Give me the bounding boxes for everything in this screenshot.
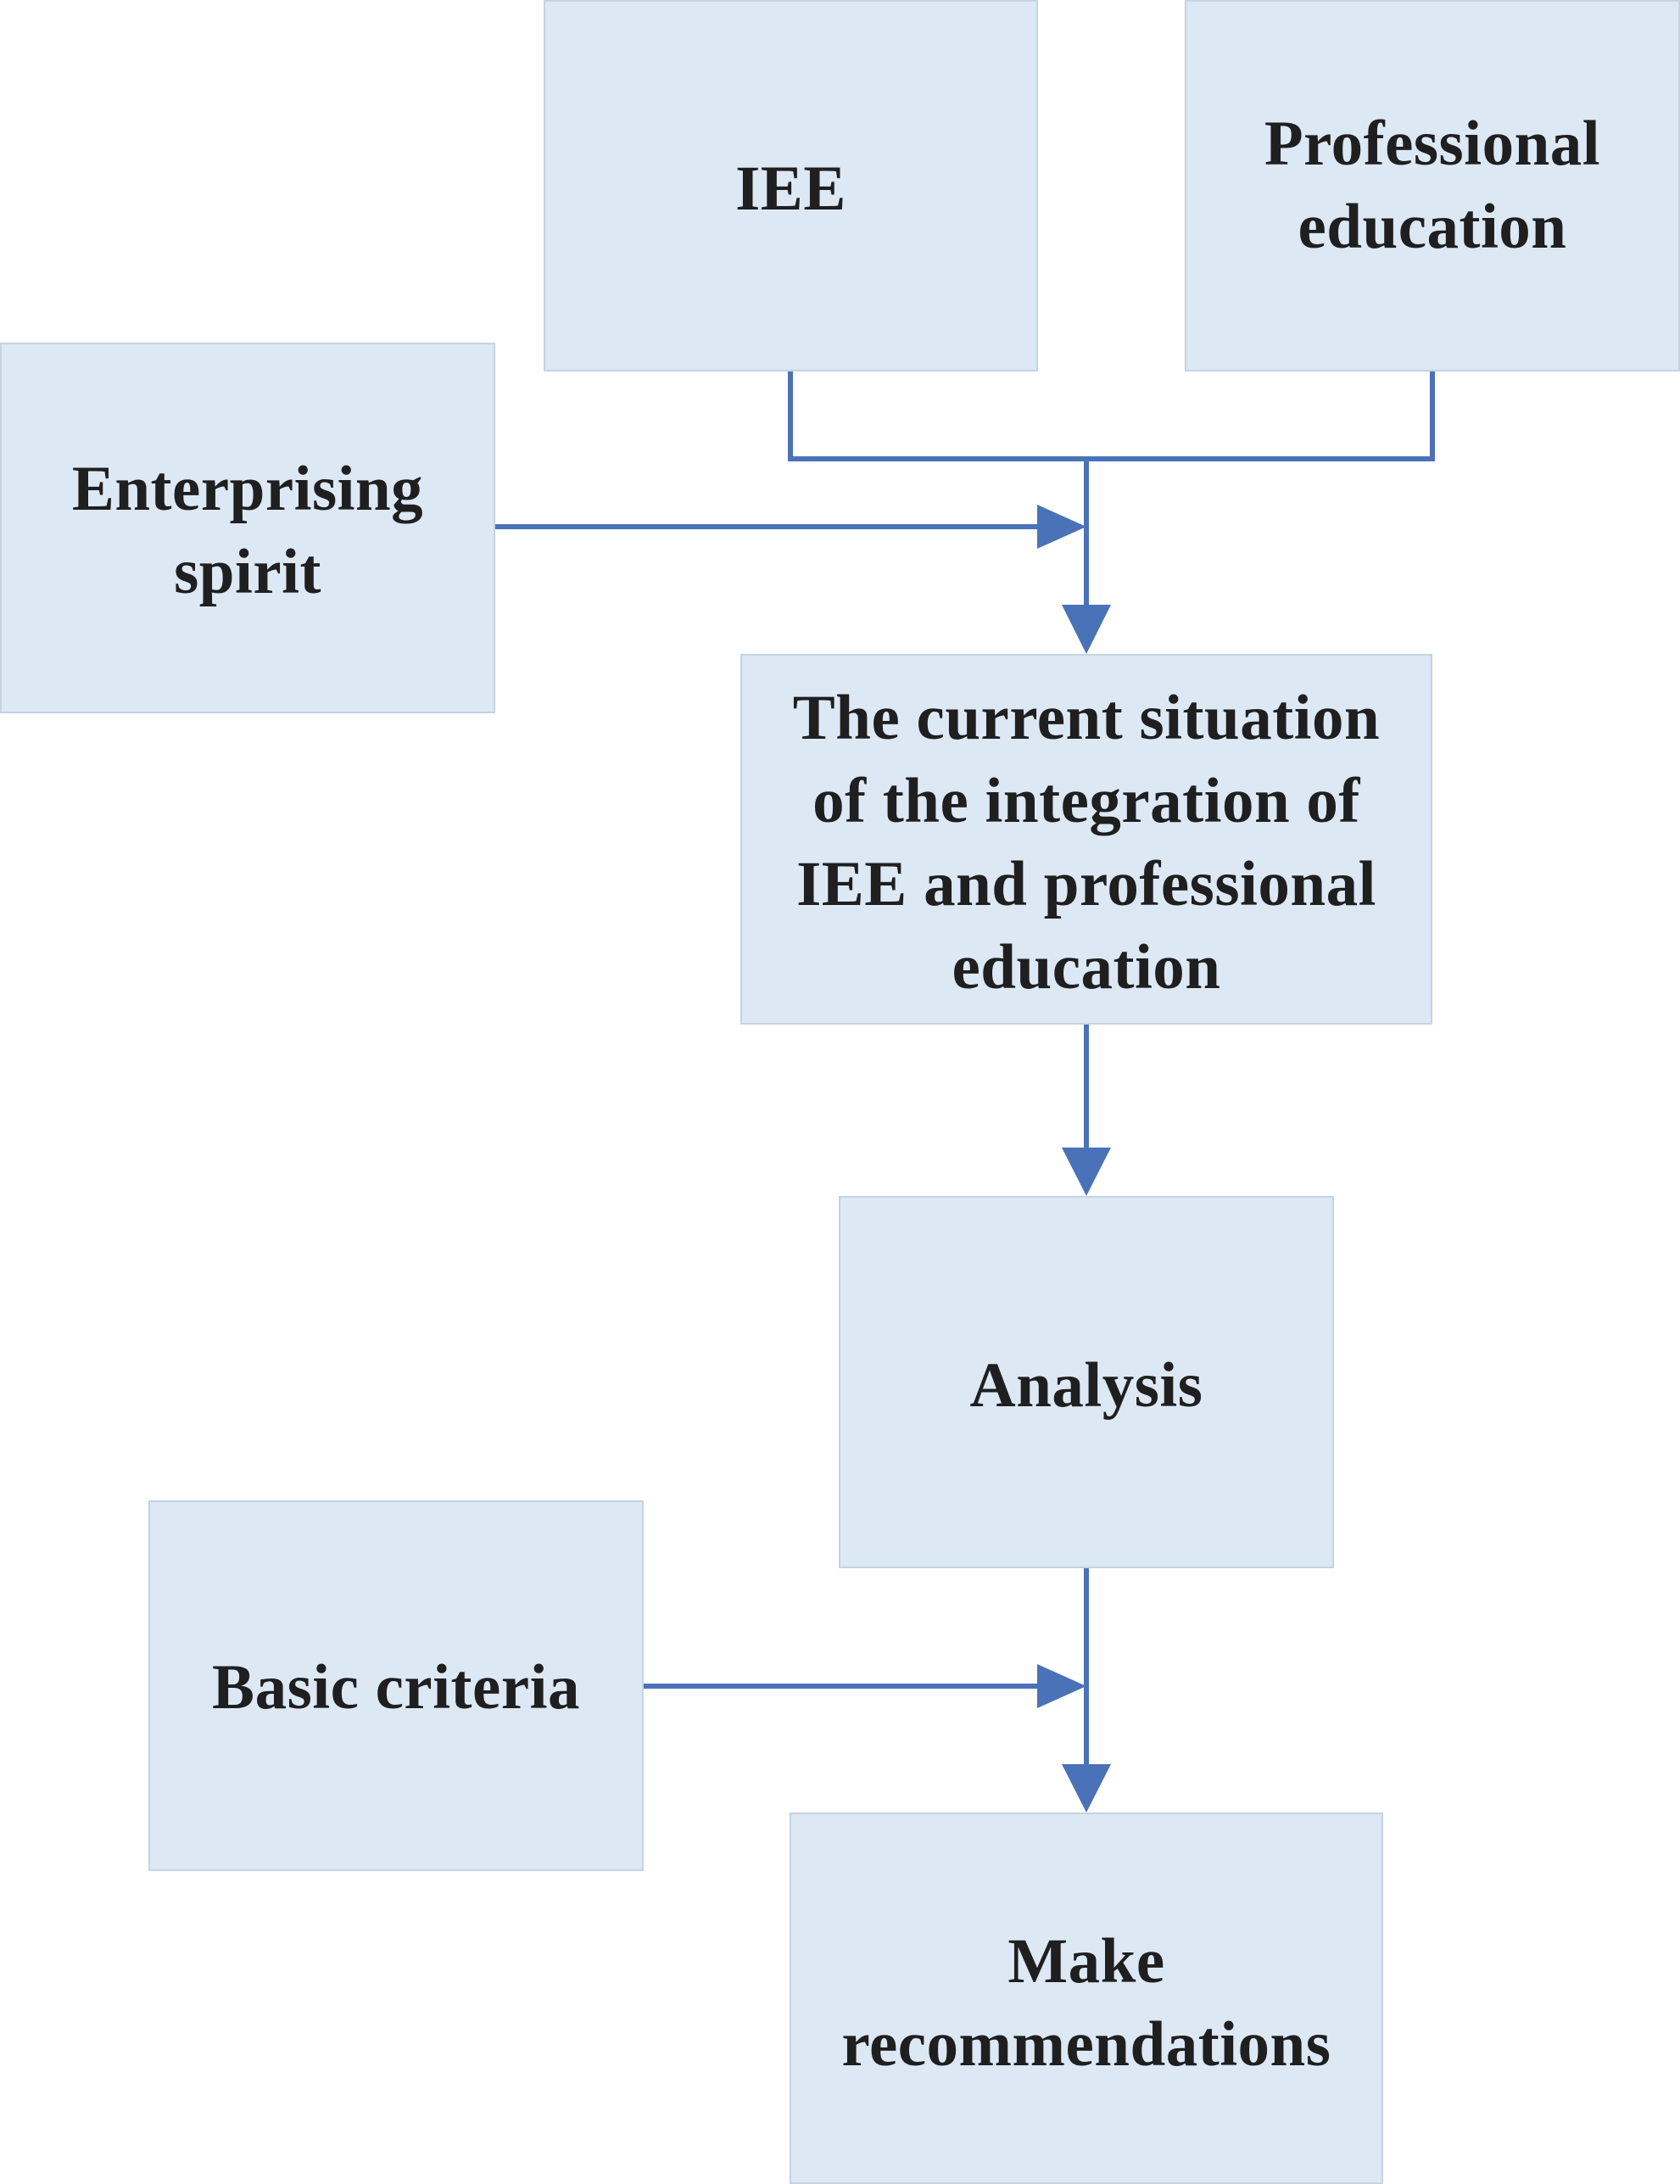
arrowhead-current-situation	[1062, 605, 1111, 654]
node-enterprising-spirit: Enterprising spirit	[0, 343, 495, 713]
node-current-situation: The current situation of the integration…	[740, 654, 1432, 1025]
arrowhead-enterprising-spirit	[1037, 505, 1086, 549]
node-professional-education: Professional education	[1185, 0, 1680, 371]
node-make-recommendations-label: Make recommendations	[841, 1926, 1331, 2080]
node-professional-education-label: Professional education	[1264, 109, 1601, 262]
node-enterprising-spirit-label: Enterprising spirit	[71, 453, 424, 607]
node-current-situation-label: The current situation of the integration…	[792, 682, 1381, 1003]
node-analysis-label: Analysis	[969, 1349, 1203, 1421]
node-iee: IEE	[544, 0, 1038, 371]
node-analysis: Analysis	[839, 1196, 1334, 1568]
node-basic-criteria: Basic criteria	[148, 1500, 644, 1871]
node-basic-criteria-label: Basic criteria	[212, 1651, 580, 1723]
node-make-recommendations: Make recommendations	[790, 1813, 1383, 2184]
arrowhead-analysis	[1062, 1148, 1111, 1196]
arrowhead-basic-criteria	[1037, 1664, 1086, 1708]
arrowhead-make-recommendations	[1062, 1764, 1111, 1813]
node-iee-label: IEE	[735, 154, 846, 224]
